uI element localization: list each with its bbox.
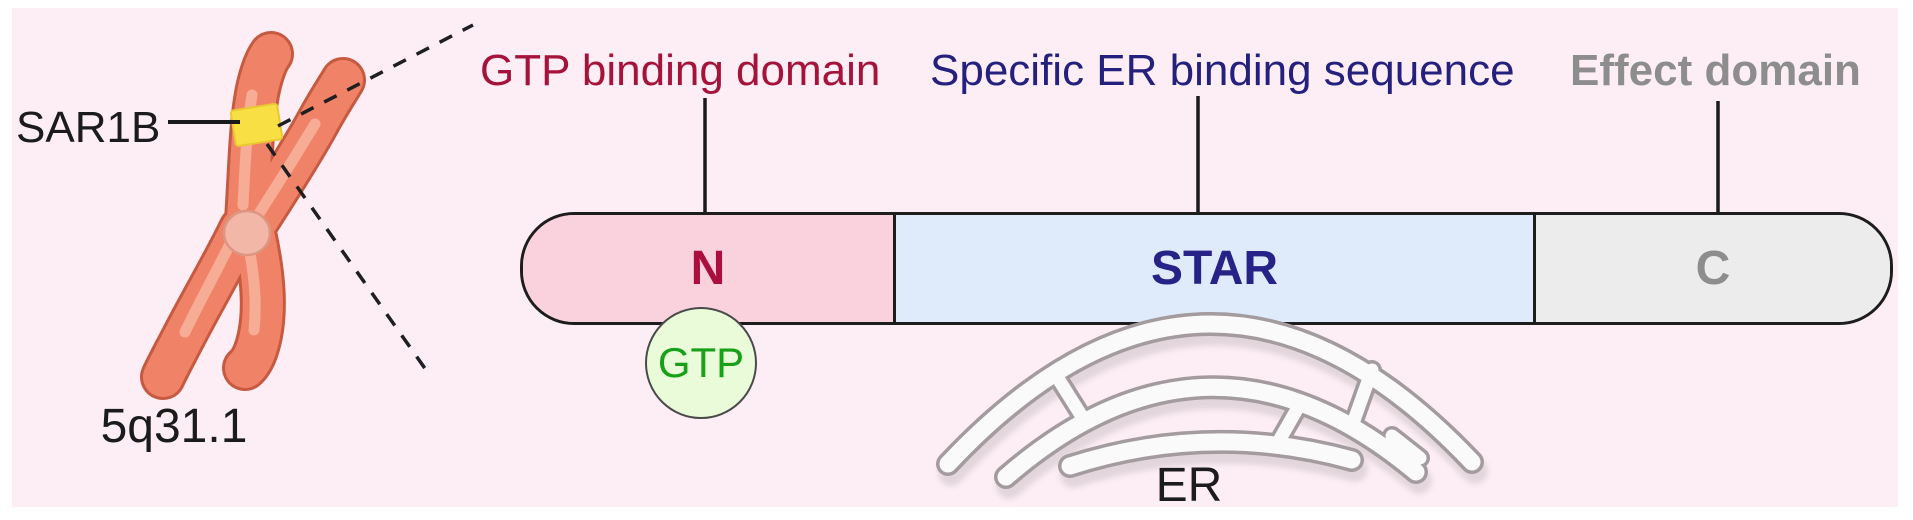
gtp-ligand-circle: GTP (645, 307, 757, 419)
er-organelle-label: ER (1155, 459, 1223, 512)
domain-segment-star: STAR (893, 215, 1533, 322)
gtp-label: GTP (657, 339, 745, 386)
protein-domain-bar: N STAR C (520, 212, 1893, 325)
domain-letter-c: C (1695, 242, 1731, 295)
domain-segment-c: C (1533, 215, 1890, 322)
label-effect-domain: Effect domain (1570, 46, 1861, 95)
domain-letter-n: N (690, 242, 726, 295)
domain-letter-star: STAR (1150, 242, 1279, 295)
domain-segment-n: N (523, 215, 893, 322)
chromosome-locus-label: 5q31.1 (100, 400, 248, 453)
label-specific-er-binding-sequence: Specific ER binding sequence (930, 46, 1515, 95)
label-gtp-binding-domain: GTP binding domain (480, 46, 881, 95)
gene-name-label: SAR1B (16, 103, 161, 152)
